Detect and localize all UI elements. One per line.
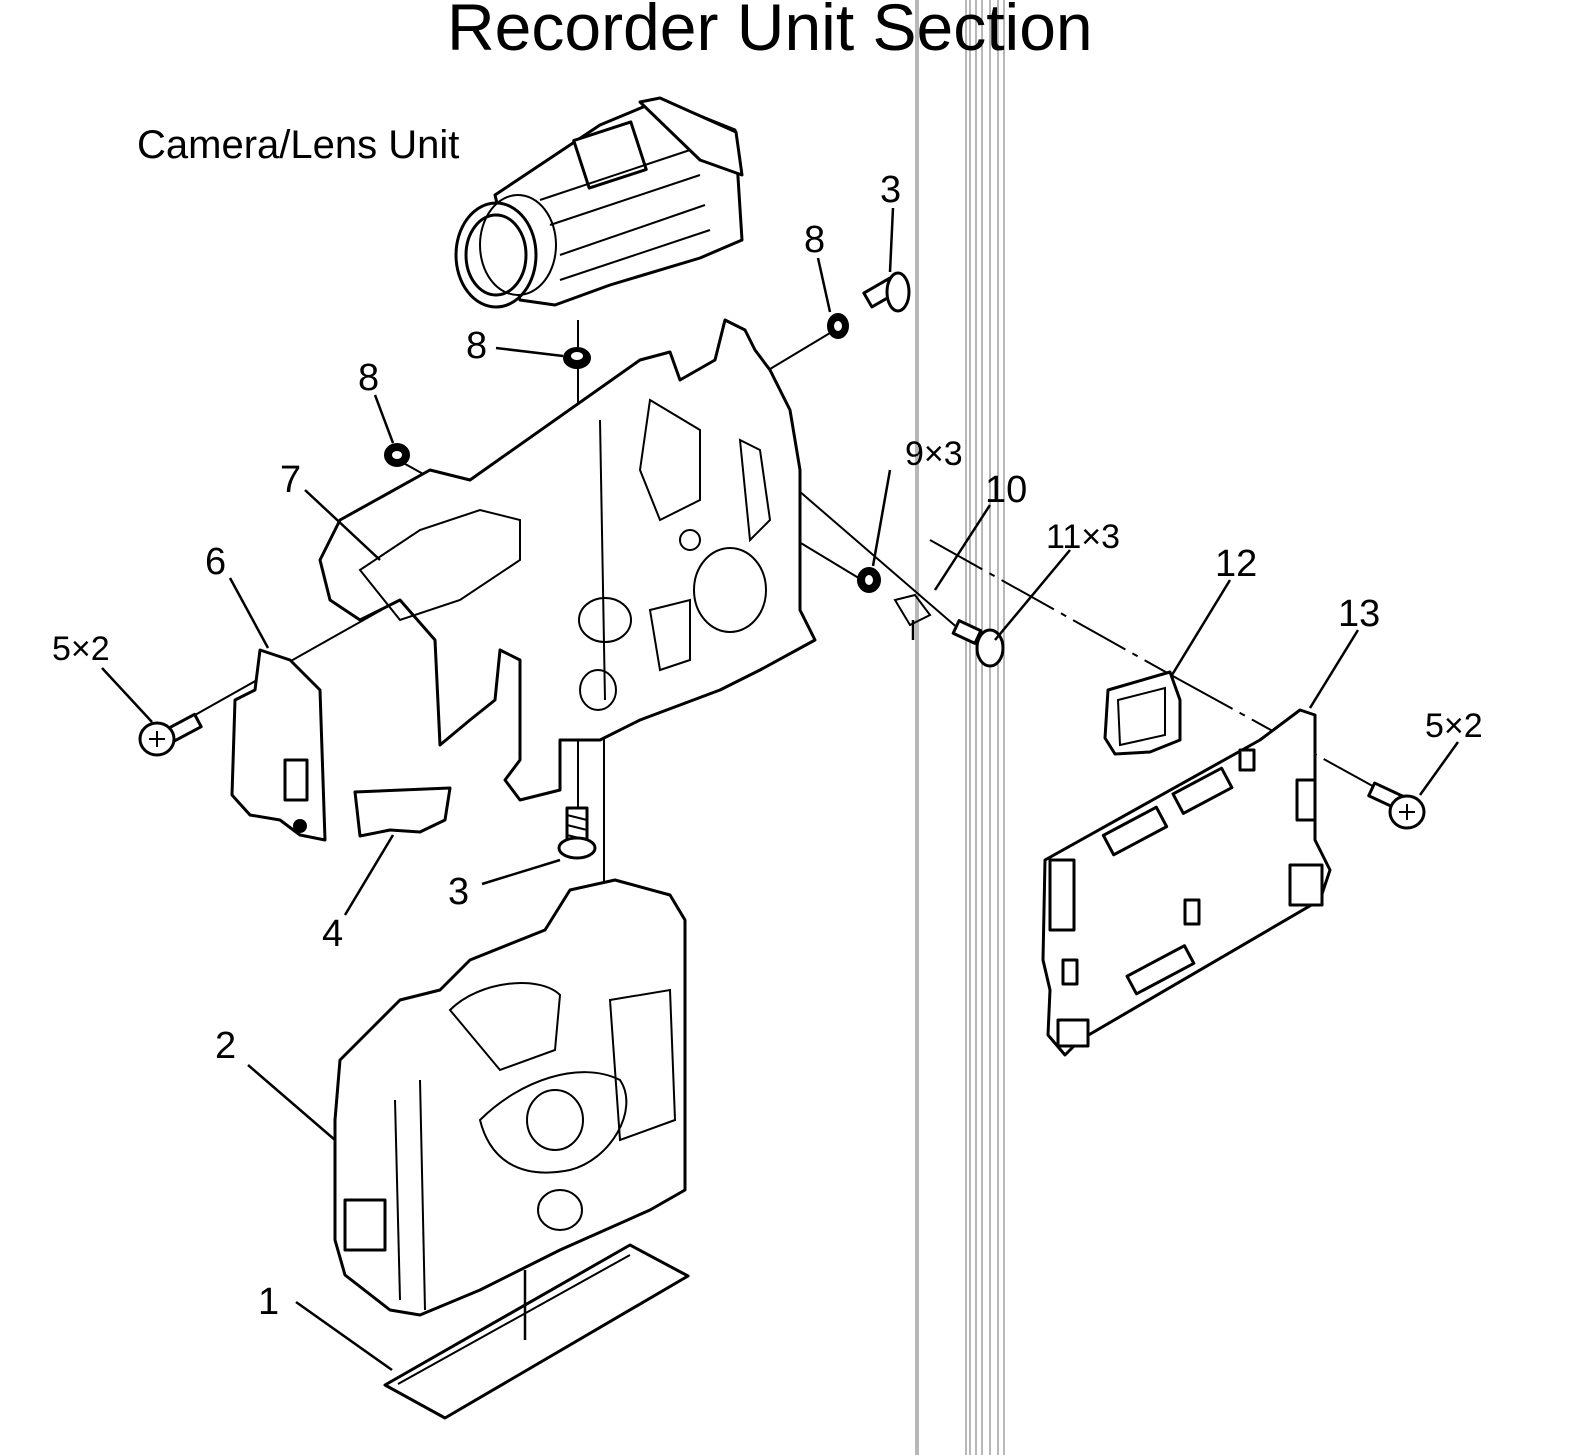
callout-5-left: 5×2 [52,630,110,668]
screw-3-bottom [557,806,597,860]
frame-chassis-7 [318,318,817,802]
callout-2: 2 [215,1025,236,1067]
mechanism-2 [333,878,687,1317]
callout-1: 1 [258,1281,279,1323]
spring-10 [893,593,932,640]
callout-3-bottom: 3 [448,871,469,913]
callout-5-right: 5×2 [1425,707,1483,745]
bracket-12 [1103,670,1182,756]
camera-lens-unit [454,96,744,309]
callout-4: 4 [322,913,343,955]
camera-lens-unit-label: Camera/Lens Unit [137,123,459,167]
diagram-title: Recorder Unit Section [447,0,1093,64]
label-sheet-1 [383,1243,690,1420]
collar-8-left [384,443,410,467]
scan-artifact-lines [915,0,1005,1455]
screw-11 [951,619,1005,668]
leader-lines [101,207,1460,1372]
callout-10: 10 [985,469,1027,511]
collar-8-center [563,347,591,369]
callout-9: 9×3 [905,435,963,473]
callout-7: 7 [280,459,301,501]
callout-8-top-right: 8 [804,219,825,261]
side-board-6 [230,648,327,842]
washer-9 [857,567,881,593]
callout-6: 6 [205,541,226,583]
callout-13: 13 [1338,593,1380,635]
sheet-4 [353,786,452,838]
screw-3-top [862,271,911,313]
screw-5-right [1367,781,1426,830]
callout-8-left: 8 [358,357,379,399]
screw-5-left [138,712,203,757]
collar-8-top-right [827,313,849,339]
callout-3-top: 3 [880,169,901,211]
callout-labels: 3 8 8 8 7 6 5×2 9×3 10 11×3 12 13 5×2 4 … [52,169,1483,1323]
callout-11: 11×3 [1046,518,1120,556]
callout-8-center: 8 [466,325,487,367]
circuit-board-13 [1041,708,1332,1057]
callout-12: 12 [1215,543,1257,585]
